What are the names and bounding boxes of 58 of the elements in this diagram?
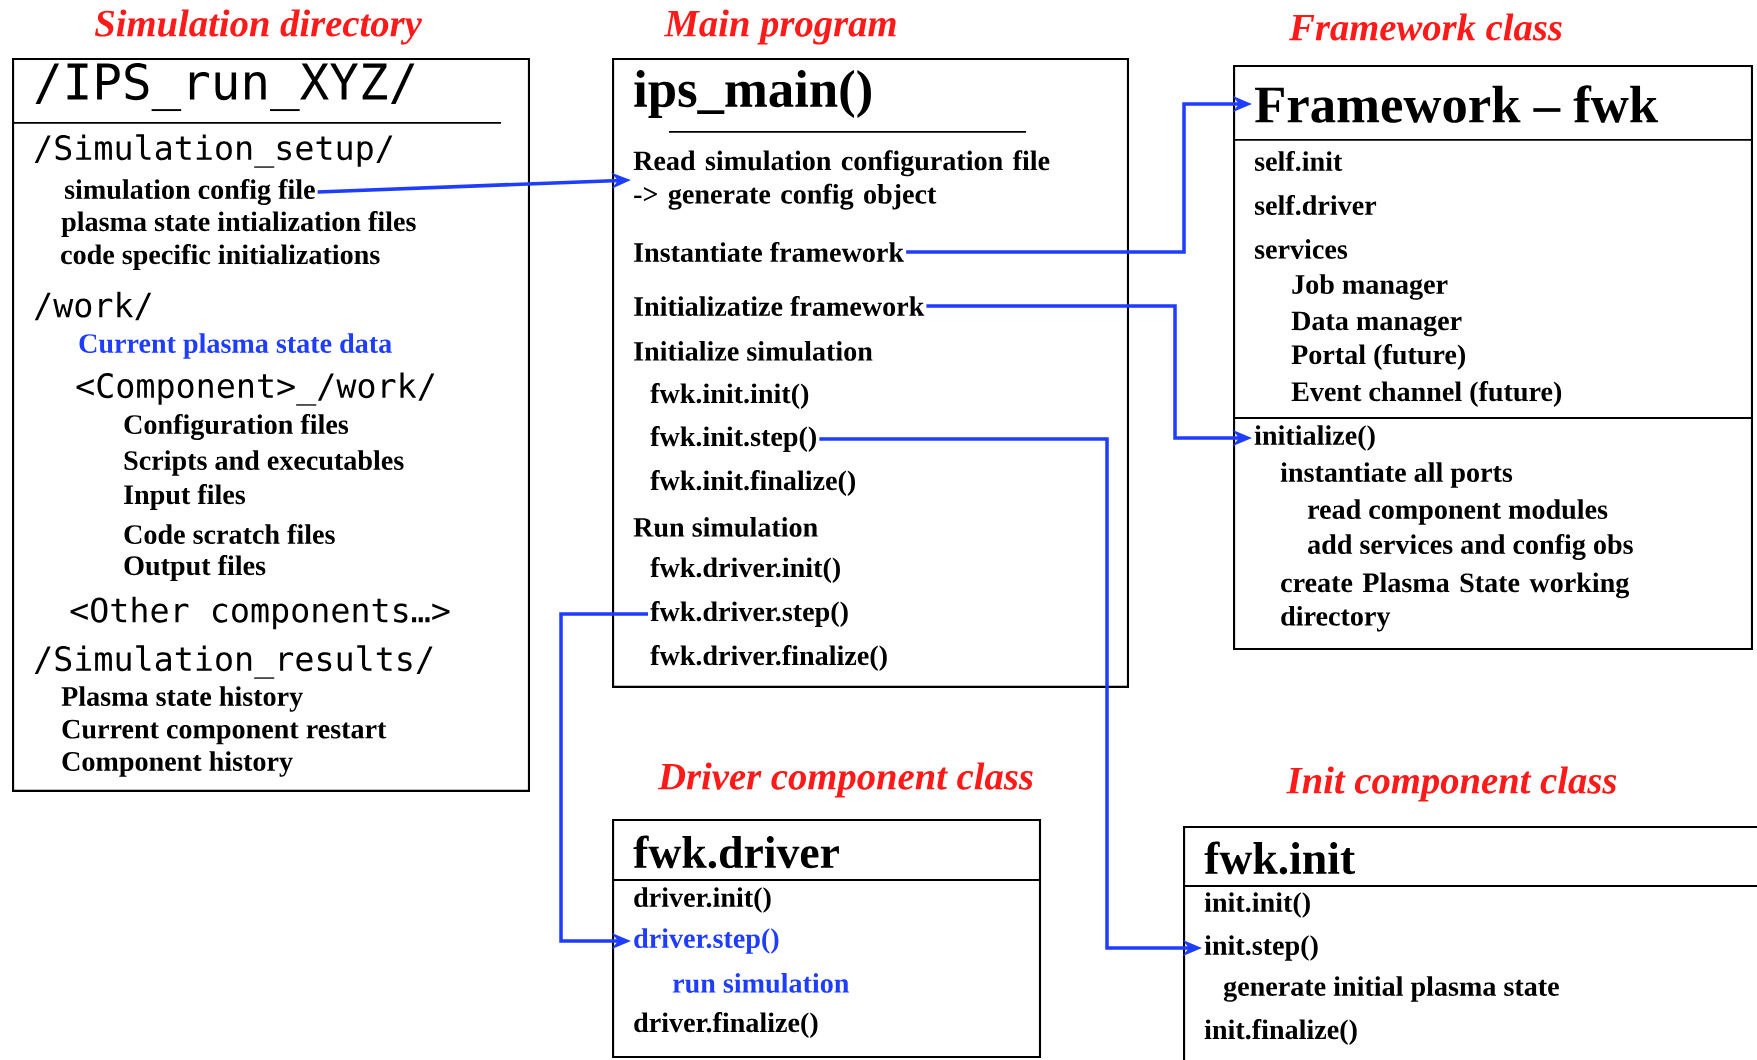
- node-label: create Plasma State working directory: [1281, 572, 1630, 632]
- node-label: code specific initializations: [61, 244, 380, 270]
- section-heading: Simulation directory: [94, 9, 422, 45]
- node-label: Data manager: [1291, 311, 1462, 337]
- node-label: Job manager: [1292, 274, 1448, 300]
- node-label: fwk.init.finalize(): [650, 470, 856, 496]
- node-label: generate initial plasma state: [1223, 976, 1559, 1002]
- node-label: fwk.driver.init(): [650, 557, 840, 583]
- node-label: init.finalize(): [1204, 1019, 1357, 1045]
- node-label: init.init(): [1204, 892, 1310, 918]
- node-label: <Component>_/work/: [76, 372, 435, 406]
- node-label: read component modules: [1307, 499, 1608, 525]
- node-label: Run simulation: [633, 517, 818, 537]
- section-heading: Framework class: [1289, 13, 1562, 41]
- node-label: ips_main(): [634, 70, 871, 118]
- node-label: driver.init(): [634, 887, 771, 913]
- linked-entry: simulation config file: [64, 179, 315, 205]
- node-label: fwk.driver.finalize(): [650, 645, 887, 671]
- node-label: Current plasma state data: [79, 333, 392, 359]
- section-heading: Init component class: [1286, 766, 1617, 802]
- node-label: <Other components…>: [70, 596, 450, 630]
- linked-entry: init.step(): [1204, 935, 1318, 961]
- node-label: run simulation: [672, 973, 849, 993]
- node-label: Portal (future): [1291, 344, 1466, 370]
- node-label: Scripts and executables: [124, 450, 404, 476]
- node-label: Code scratch files: [124, 523, 335, 545]
- node-label: fwk.driver: [633, 835, 839, 869]
- node-label: services: [1254, 239, 1348, 259]
- node-label: add services and config obs: [1308, 534, 1633, 560]
- linked-entry: Framework – fwk: [1255, 85, 1659, 123]
- node-label: Configuration files: [124, 414, 349, 440]
- section-heading: Driver component class: [657, 762, 1033, 798]
- node-label: Input files: [124, 484, 246, 510]
- section-heading: Main program: [664, 9, 896, 45]
- node-label: Event channel (future): [1291, 381, 1562, 407]
- linked-entry: fwk.driver.step(): [650, 601, 848, 627]
- node-label: self.init: [1254, 150, 1343, 172]
- node-label: /Simulation_results/: [34, 645, 433, 679]
- node-label: plasma state intialization files: [61, 211, 416, 237]
- node-label: self.driver: [1254, 194, 1377, 216]
- linked-entry: fwk.init.step(): [650, 426, 816, 452]
- node-label: Initialize simulation: [634, 341, 873, 361]
- node-label: /IPS_run_XYZ/: [35, 62, 415, 112]
- node-label: fwk.init: [1204, 841, 1355, 875]
- linked-entry: driver.step(): [634, 928, 779, 954]
- node-label: driver.finalize(): [634, 1012, 818, 1038]
- node-label: /Simulation_setup/: [34, 134, 393, 168]
- linked-entry: Instantiate framework: [634, 241, 904, 263]
- node-label: Current component restart: [62, 719, 387, 745]
- linked-entry: initialize(): [1254, 425, 1375, 451]
- linked-entry: Initializatize framework: [634, 295, 925, 317]
- node-label: Output files: [124, 555, 266, 581]
- node-label: fwk.init.init(): [650, 383, 809, 409]
- linked-entry: Read simulation configuration file -> generate config object: [633, 150, 1050, 210]
- node-label: /work/: [34, 291, 152, 321]
- node-label: instantiate all ports: [1280, 462, 1513, 488]
- node-label: Plasma state history: [61, 686, 303, 712]
- node-label: Component history: [62, 751, 293, 777]
